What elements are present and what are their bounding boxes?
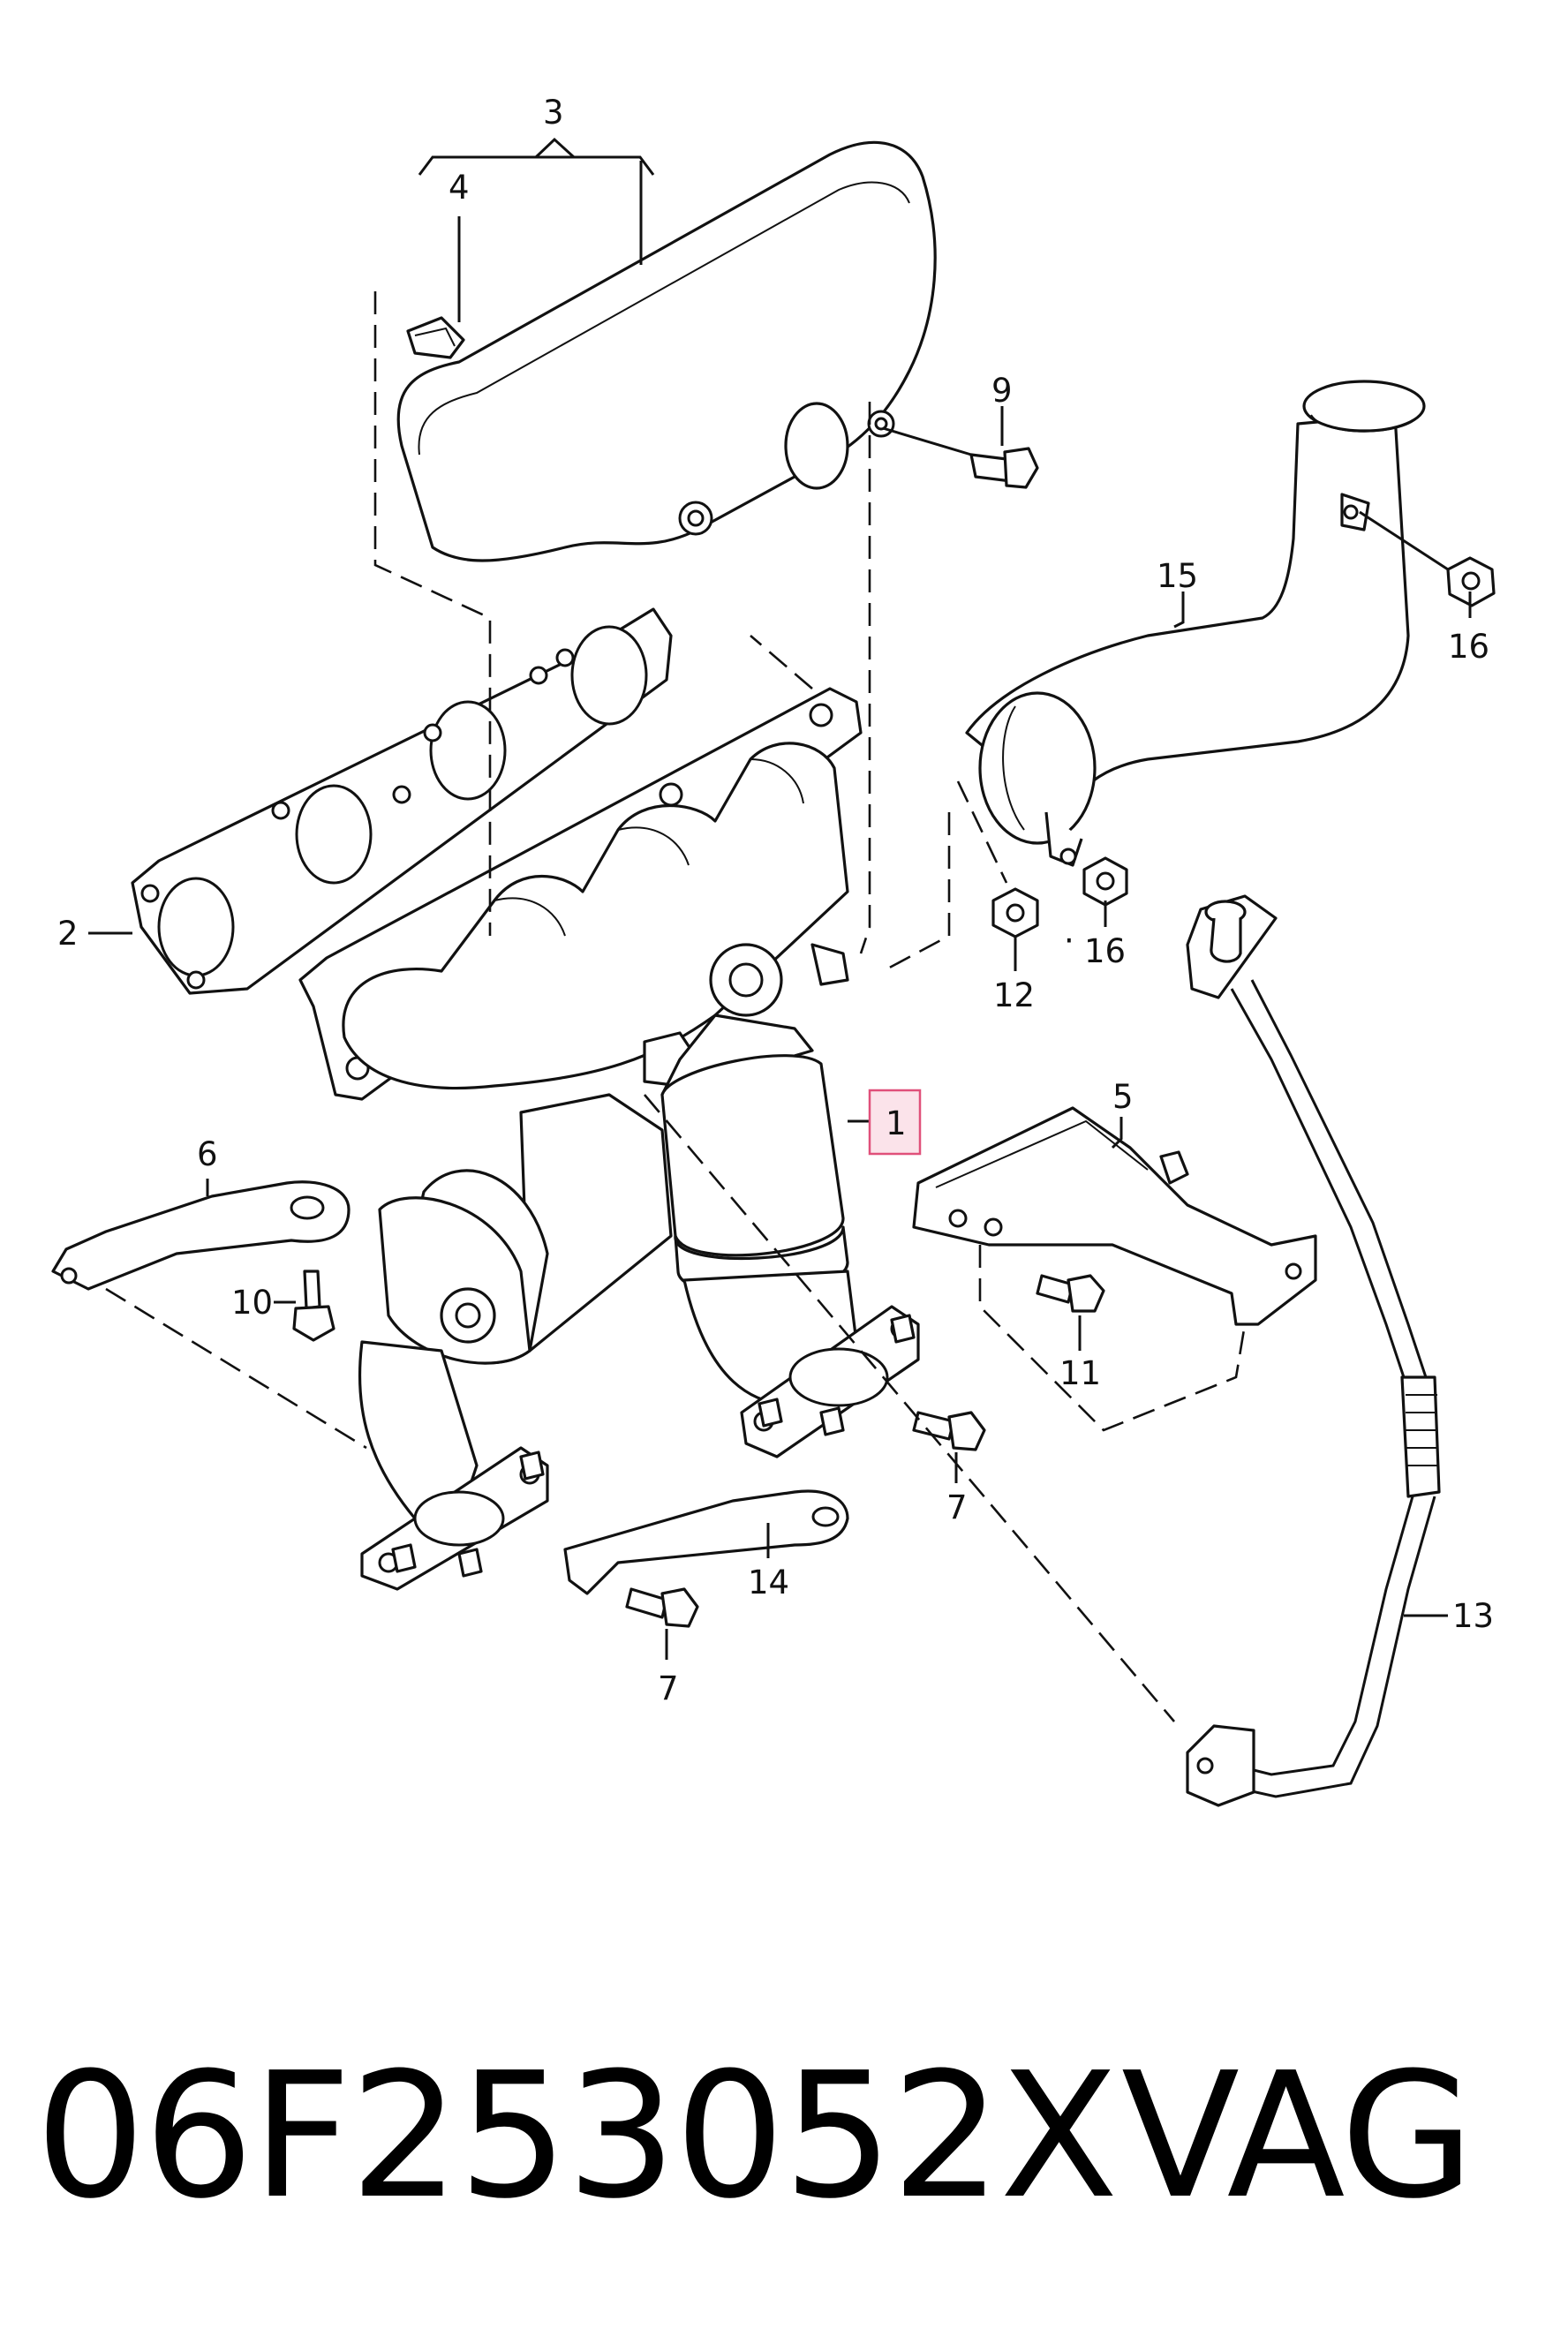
clip bbox=[406, 316, 465, 359]
callout-12[interactable]: 12 bbox=[993, 976, 1035, 1014]
part-number-footer: 06F253052X VAG bbox=[35, 2031, 1536, 2242]
callout-1[interactable]: 1 bbox=[886, 1104, 907, 1142]
catalytic-converter-1 bbox=[660, 1014, 863, 1406]
leader-lines bbox=[88, 137, 1472, 1660]
bracket-5 bbox=[912, 1106, 1317, 1326]
nut-12 bbox=[991, 887, 1039, 938]
callout-14[interactable]: 14 bbox=[748, 1564, 789, 1601]
manifold-gasket bbox=[131, 607, 673, 995]
callout-dot: · bbox=[1064, 922, 1074, 960]
bolt-11 bbox=[1036, 1274, 1105, 1313]
assembly-lines bbox=[105, 291, 1247, 1722]
bolt-7-right bbox=[912, 1411, 986, 1451]
callout-7-left[interactable]: 7 bbox=[658, 1669, 679, 1707]
callout-6[interactable]: 6 bbox=[197, 1135, 218, 1173]
brand-name: VAG bbox=[1121, 2036, 1474, 2237]
nut-16-top bbox=[1446, 556, 1496, 607]
callout-7-right[interactable]: 7 bbox=[946, 1488, 968, 1526]
callout-1-highlight bbox=[868, 1089, 922, 1156]
exhaust-manifold bbox=[298, 687, 863, 1101]
bolt-9 bbox=[969, 447, 1039, 489]
bolt-7-left bbox=[625, 1587, 699, 1628]
bracket-14 bbox=[563, 1489, 849, 1595]
catalytic-converter-2 bbox=[358, 1093, 673, 1520]
callout-15[interactable]: 15 bbox=[1157, 557, 1198, 595]
callout-3[interactable]: 3 bbox=[543, 94, 564, 132]
bolt-10 bbox=[292, 1270, 335, 1342]
nut-16-mid bbox=[1082, 856, 1128, 907]
bracket-6 bbox=[51, 1180, 351, 1291]
callout-5[interactable]: 5 bbox=[1112, 1078, 1134, 1116]
pipe-15 bbox=[965, 380, 1426, 867]
callout-4[interactable]: 4 bbox=[449, 169, 470, 207]
studs bbox=[391, 1314, 916, 1578]
callout-16-mid[interactable]: 16 bbox=[1084, 932, 1126, 970]
callout-16-top[interactable]: 16 bbox=[1448, 628, 1489, 666]
pipe-13 bbox=[1186, 894, 1441, 1807]
callout-labels: 1 2 3 4 5 6 7 7 9 10 11 12 13 14 15 16 1… bbox=[57, 94, 1494, 1707]
heat-shield bbox=[396, 140, 937, 562]
flange-right bbox=[740, 1305, 920, 1458]
callout-13[interactable]: 13 bbox=[1452, 1597, 1494, 1635]
callout-10[interactable]: 10 bbox=[231, 1284, 273, 1322]
callout-2[interactable]: 2 bbox=[57, 915, 79, 953]
callout-9[interactable]: 9 bbox=[991, 372, 1013, 410]
part-number: 06F253052X bbox=[35, 2036, 1119, 2237]
callout-11[interactable]: 11 bbox=[1059, 1354, 1101, 1392]
